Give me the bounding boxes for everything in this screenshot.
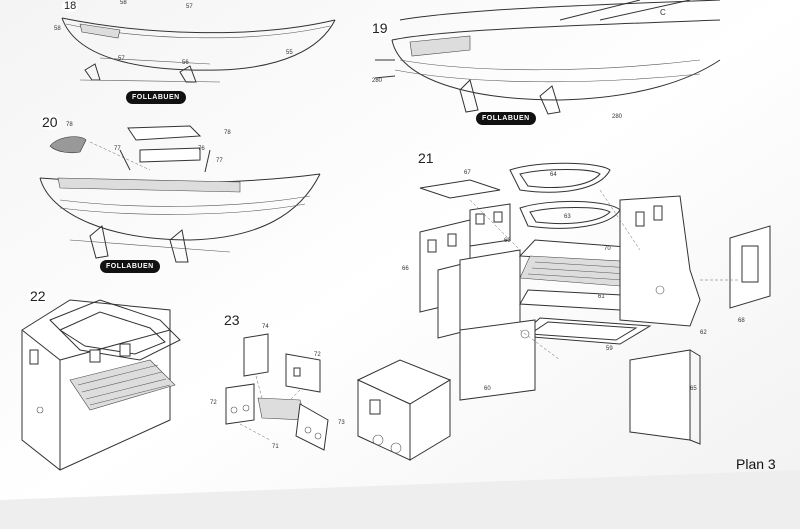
plan-label: Plan 3 [736,456,776,472]
step-number-22: 22 [28,288,48,304]
part-label: 77 [114,146,121,152]
part-label: 63 [564,214,571,220]
step19-hull [374,0,721,115]
part-label: 72 [210,400,217,406]
part-label: 59 [606,346,613,352]
name-plate-step18: FOLLABUEN [126,91,186,104]
part-label: 68 [738,318,745,324]
part-label: C [660,8,666,17]
part-label: 58 [54,26,61,32]
part-label: 55 [286,50,293,56]
part-label: 77 [216,158,223,164]
part-label: 58 [120,0,127,6]
part-label: 64 [550,172,557,178]
name-plate-step20: FOLLABUEN [100,260,160,273]
part-label: 57 [118,56,125,62]
part-label: 56 [182,60,189,66]
part-label: 57 [186,4,193,10]
part-label: 78 [66,122,73,128]
step23-exploded [225,333,452,461]
part-label: 73 [338,420,345,426]
part-label: 65 [690,386,697,392]
part-label: 71 [272,444,279,450]
part-label: 60 [484,386,491,392]
step-number-21: 21 [416,150,436,166]
step-number-23: 23 [222,312,242,328]
name-plate-step19: FOLLABUEN [476,112,536,125]
part-label: 74 [262,324,269,330]
step20-hull [39,125,321,263]
step22-cabin [21,299,181,471]
step21-exploded [419,162,771,445]
step-number-18: 18 [62,0,79,12]
part-label: 61 [598,294,605,300]
part-label: 76 [198,146,205,152]
part-label: 66 [402,266,409,272]
part-label: 72 [314,352,321,358]
step18-hull [61,17,336,83]
part-label: 280 [612,114,623,120]
part-label: 67 [464,170,471,176]
step-number-19: 19 [370,20,390,36]
step-number-20: 20 [40,114,60,130]
part-label: 78 [224,130,231,136]
part-label: 62 [700,330,707,336]
part-label: 280 [372,78,383,84]
part-label: 70 [604,246,611,252]
part-label: 69 [504,238,511,244]
